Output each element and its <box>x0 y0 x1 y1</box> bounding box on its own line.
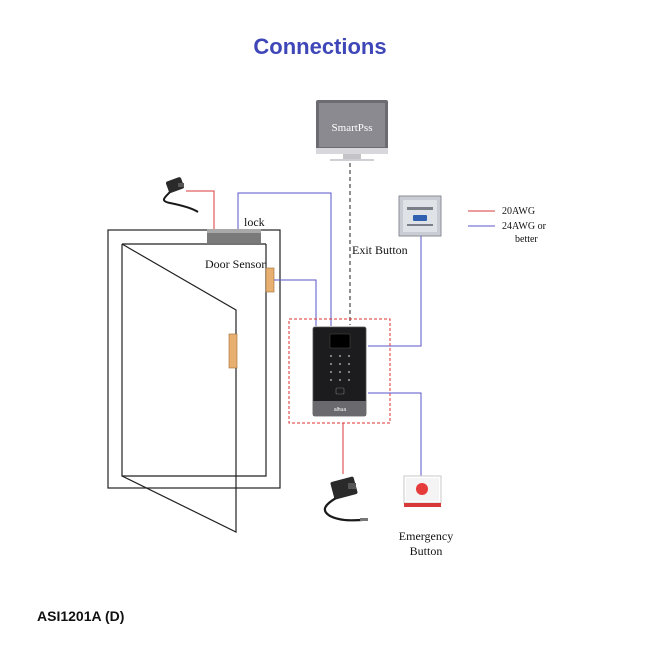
emergency-button-wire <box>368 392 422 476</box>
lock-power-wire <box>186 190 215 229</box>
exit-button-label: Exit Button <box>352 243 408 257</box>
exit-button-icon <box>398 195 442 237</box>
smartpss-label: SmartPss <box>332 122 373 134</box>
legend-blue-label-1: 24AWG or <box>502 221 547 232</box>
monitor-icon <box>316 100 388 161</box>
exit-button-wire <box>368 236 422 347</box>
power-adapter-icon <box>163 177 199 213</box>
door-frame <box>107 229 281 489</box>
door-sensor-label: Door Sensor <box>205 257 265 271</box>
lock-signal-wire <box>237 192 332 326</box>
lock-label: lock <box>244 215 265 229</box>
door-sensor-wire <box>274 279 317 326</box>
page-title: Connections <box>253 34 386 59</box>
legend-blue-label-2: better <box>515 234 538 245</box>
electric-lock <box>207 229 261 243</box>
wire-legend: 20AWG 24AWG or better <box>468 206 547 245</box>
power-adapter-icon <box>323 476 368 522</box>
door-sensor-frame <box>265 267 275 293</box>
device-brand: alhua <box>334 407 346 413</box>
keypad-reader-icon <box>312 326 367 417</box>
emergency-button-icon <box>403 475 442 507</box>
emergency-button-label-2: Button <box>410 544 443 558</box>
door-sensor-magnet <box>228 333 238 369</box>
device-highlight-box <box>288 318 391 424</box>
model-name: ASI1201A (D) <box>37 608 124 624</box>
door-leaf <box>121 243 237 533</box>
emergency-button-label-1: Emergency <box>399 529 453 543</box>
legend-red-label: 20AWG <box>502 206 535 217</box>
